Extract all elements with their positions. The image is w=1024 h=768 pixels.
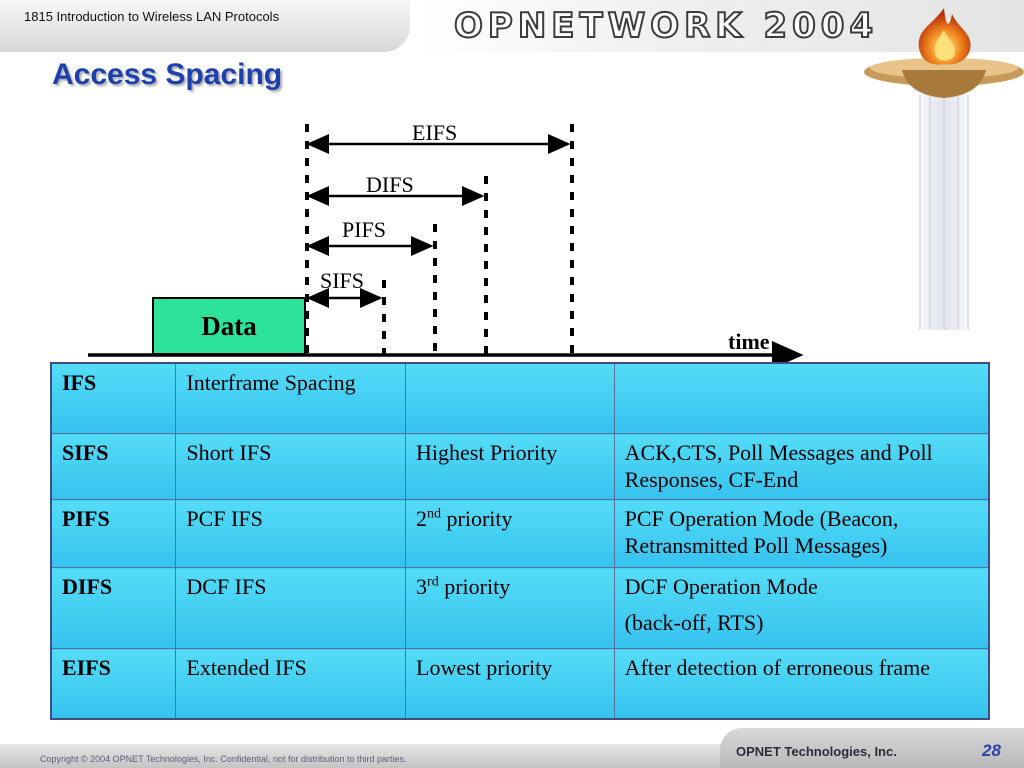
course-title: 1815 Introduction to Wireless LAN Protoc… [24,9,280,24]
table-row: IFS Interframe Spacing [50,362,990,434]
table-cell: Short IFS [175,433,407,500]
priority-number: 3 [416,574,428,599]
eifs-label: EIFS [412,120,458,145]
torch-icon [864,8,1024,330]
priority-number: 2 [416,506,428,531]
table-cell: After detection of erroneous frame [613,648,990,720]
table-cell: Interframe Spacing [175,362,407,434]
course-tab: 1815 Introduction to Wireless LAN Protoc… [0,0,410,52]
copyright-text: Copyright © 2004 OPNET Technologies, Inc… [40,754,407,764]
data-frame-box: Data [152,297,306,355]
cell-line: DCF Operation Mode [624,574,818,599]
brand-logo: OPNETWORK 2004 [453,5,879,47]
ordinal-suffix: rd [427,574,439,590]
ifs-timing-diagram: Data EIFS DIFS PIFS SIFS time [0,110,1024,365]
table-cell: DCF IFS [175,567,407,649]
table-cell: IFS [50,362,177,434]
slide-title: Access Spacing [52,58,283,91]
table-cell: ACK,CTS, Poll Messages and Poll Response… [613,433,990,500]
table-cell: 3rd priority [405,567,615,649]
timing-lines [88,124,804,365]
table-cell: Extended IFS [175,648,407,720]
ifs-table: IFS Interframe Spacing SIFS Short IFS Hi… [50,362,990,720]
table-cell: DIFS [50,567,177,649]
ordinal-suffix: nd [427,506,442,522]
company-name: OPNET Technologies, Inc. [736,744,897,759]
table-cell: SIFS [50,433,177,500]
table-row: SIFS Short IFS Highest Priority ACK,CTS,… [50,433,990,500]
footer-company-tab [720,728,1024,768]
table-cell [405,362,615,434]
priority-text: priority [438,574,511,599]
table-cell: Lowest priority [405,648,615,720]
table-cell [613,362,990,434]
page-number: 28 [982,741,1001,760]
table-cell: DCF Operation Mode (back-off, RTS) [613,567,990,649]
cell-line: (back-off, RTS) [624,610,764,635]
sifs-label: SIFS [320,268,365,293]
table-row: DIFS DCF IFS 3rd priority DCF Operation … [50,567,990,649]
table-row: EIFS Extended IFS Lowest priority After … [50,648,990,720]
table-row: PIFS PCF IFS 2nd priority PCF Operation … [50,499,990,568]
table-cell: PCF IFS [175,499,407,568]
pifs-label: PIFS [342,217,387,242]
table-cell: Highest Priority [405,433,615,500]
priority-text: priority [441,506,513,531]
table-cell: 2nd priority [405,499,615,568]
table-cell: EIFS [50,648,177,720]
table-cell: PIFS [50,499,177,568]
difs-label: DIFS [366,172,414,197]
time-label: time [728,329,770,354]
table-cell: PCF Operation Mode (Beacon, Retransmitte… [613,499,990,568]
